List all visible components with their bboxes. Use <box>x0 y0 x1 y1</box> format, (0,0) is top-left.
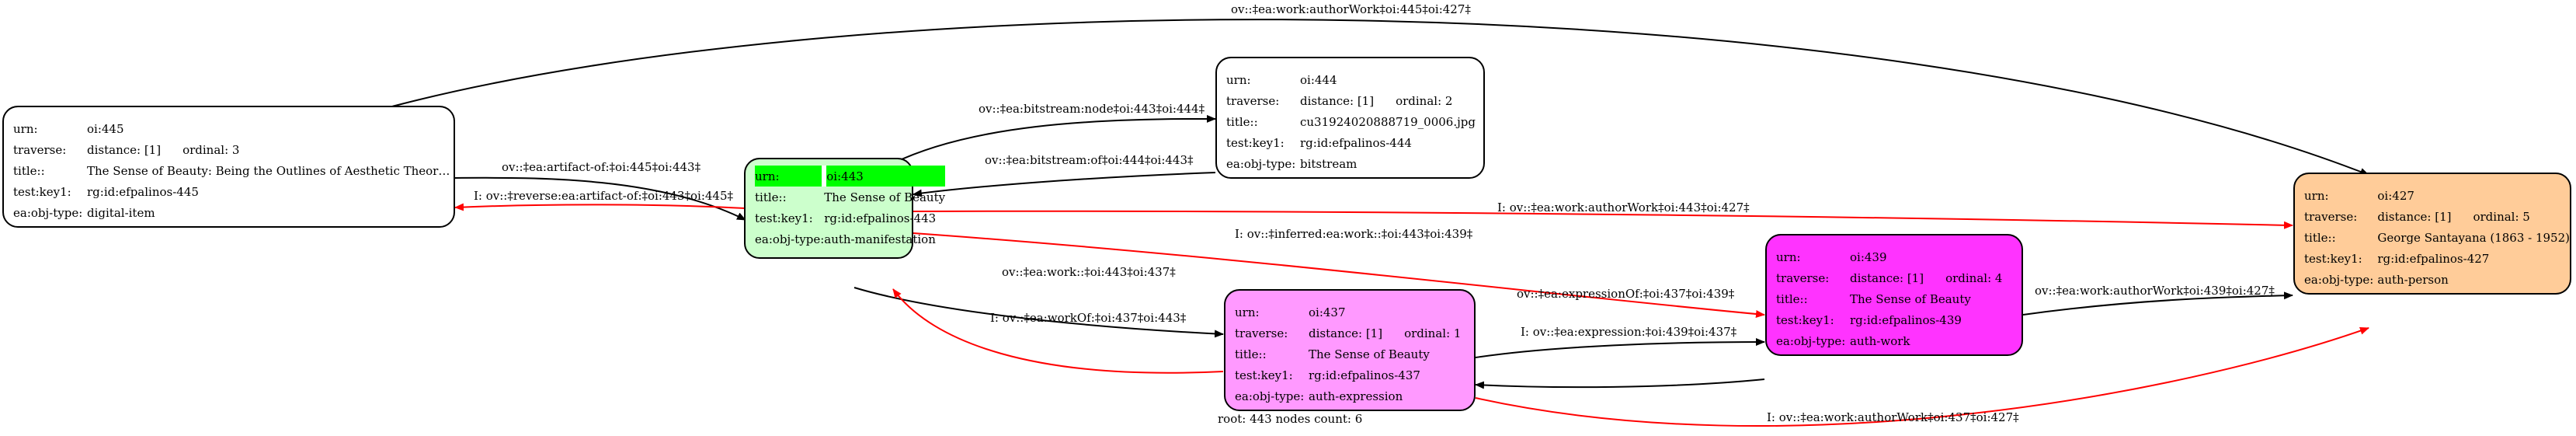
test-key-value: rg:id:efpalinos-437 <box>1309 368 1420 382</box>
test-key-label: test:key1: <box>1226 135 1285 150</box>
edge-label-e10: ov::‡ea:expressionOf:‡oi:437‡oi:439‡ <box>1517 287 1735 301</box>
obj-type-key: ea:obj-type: <box>1235 389 1305 403</box>
obj-type-key: ea:obj-type: <box>1776 333 1846 348</box>
test-key-value: rg:id:efpalinos-439 <box>1850 312 1962 327</box>
traverse-key: traverse: <box>1776 270 1830 285</box>
obj-type-value: auth-work <box>1850 333 1910 348</box>
graph-footer: root: 443 nodes count: 6 <box>1218 412 1363 426</box>
test-key-value: rg:id:efpalinos-444 <box>1300 135 1412 150</box>
urn-value: oi:439 <box>1850 249 1887 264</box>
title-key: title:: <box>1776 291 1808 306</box>
obj-type-key: ea:obj-type: <box>755 232 825 246</box>
edge-label-e11: I: ov::‡ea:expression:‡oi:439‡oi:437‡ <box>1521 325 1737 339</box>
edge-label-e5: ov::‡ea:bitstream:of‡oi:444‡oi:443‡ <box>985 153 1194 167</box>
urn-key: urn: <box>13 121 38 136</box>
title-key: title:: <box>13 163 45 178</box>
ordinal-value: ordinal: 4 <box>1945 270 2003 285</box>
urn-key: urn: <box>755 166 827 187</box>
edge-label-e13: I: ov::‡ea:work:authorWork‡oi:437‡oi:427… <box>1767 410 2019 424</box>
edge-e7 <box>913 232 1765 318</box>
title-key: title:: <box>1226 114 1258 129</box>
distance-value: distance: [1] <box>1300 93 1375 108</box>
edge-e9 <box>892 288 1224 374</box>
edge-label-e7: I: ov::‡inferred:ea:work::‡oi:443‡oi:439… <box>1235 227 1473 241</box>
title-value: The Sense of Beauty: Being the Outlines … <box>87 163 450 178</box>
edge-e3 <box>454 203 746 211</box>
edge-e8 <box>853 287 1224 338</box>
obj-type-key: ea:obj-type: <box>2304 272 2374 287</box>
urn-value: oi:427 <box>2377 188 2414 203</box>
edge-label-e6: I: ov::‡ea:work:authorWork‡oi:443‡oi:427… <box>1497 201 1750 215</box>
node-oi-444[interactable]: urn: oi:444 traverse: distance: [1] ordinal… <box>1215 57 1485 179</box>
ordinal-value: ordinal: 1 <box>1404 326 1462 340</box>
edge-label-e2: ov::‡ea:artifact-of:‡oi:445‡oi:443‡ <box>502 160 701 174</box>
ordinal-value: ordinal: 5 <box>2473 209 2530 224</box>
edge-e5 <box>913 172 1216 197</box>
title-key: title:: <box>2304 230 2336 245</box>
distance-value: distance: [1] <box>2377 209 2452 224</box>
urn-key: urn: <box>1776 249 1801 264</box>
edge-e2 <box>453 176 746 221</box>
traverse-key: traverse: <box>13 142 67 157</box>
test-key-value: rg:id:efpalinos-427 <box>2377 251 2490 266</box>
urn-key: urn: <box>2304 188 2329 203</box>
edge-e6 <box>913 210 2293 229</box>
obj-type-value: bitstream <box>1300 156 1358 171</box>
title-value: cu31924020888719_0006.jpg <box>1300 114 1476 129</box>
edge-label-e8: ov::‡ea:work::‡oi:443‡oi:437‡ <box>1002 265 1176 279</box>
edge-label-e1: ov::‡ea:work:authorWork‡oi:445‡oi:427‡ <box>1231 2 1471 16</box>
title-value: The Sense of Beauty <box>1850 291 1971 306</box>
obj-type-value: auth-expression <box>1309 389 1403 403</box>
urn-key: urn: <box>1226 72 1251 87</box>
title-key: title:: <box>755 190 787 204</box>
edge-e12 <box>2022 291 2293 316</box>
edge-e1 <box>391 19 2369 176</box>
node-oi-445[interactable]: urn: oi:445 traverse: distance: [1] ordinal… <box>2 106 455 228</box>
test-key-label: test:key1: <box>1235 368 1293 382</box>
edge-e13 <box>1475 326 2369 427</box>
urn-value: oi:444 <box>1300 72 1337 87</box>
obj-type-key: ea:obj-type: <box>1226 156 1296 171</box>
node-oi-443[interactable]: urn:oi:443 title::The Sense of Beauty te… <box>744 158 946 259</box>
node-oi-437[interactable]: urn: oi:437 traverse: distance: [1] ordinal… <box>1224 289 1476 411</box>
distance-value: distance: [1] <box>87 142 162 157</box>
obj-type-value: auth-person <box>2377 272 2449 287</box>
obj-type-value: digital-item <box>87 205 155 220</box>
node-oi-427[interactable]: urn: oi:427 traverse: distance: [1] ordinal… <box>2293 173 2571 295</box>
urn-value: oi:445 <box>87 121 124 136</box>
obj-type-value: auth-manifestation <box>824 232 936 246</box>
test-key-label: test:key1: <box>2304 251 2362 266</box>
distance-value: distance: [1] <box>1850 270 1924 285</box>
title-value: The Sense of Beauty <box>1309 347 1430 361</box>
distance-value: distance: [1] <box>1309 326 1383 340</box>
edge-e4 <box>892 114 1216 164</box>
obj-type-key: ea:obj-type: <box>13 205 83 220</box>
title-key: title:: <box>1235 347 1267 361</box>
urn-value: oi:437 <box>1309 305 1346 319</box>
edge-e10 <box>1475 338 1765 358</box>
ordinal-value: ordinal: 3 <box>183 142 240 157</box>
traverse-key: traverse: <box>2304 209 2358 224</box>
urn-value: oi:443 <box>824 166 946 187</box>
test-key-label: test:key1: <box>13 184 71 199</box>
test-key-value: rg:id:efpalinos-445 <box>87 184 199 199</box>
edge-label-e3: I: ov::‡reverse:ea:artifact-of:‡oi:443‡o… <box>474 189 734 203</box>
edge-e11 <box>1475 378 1765 389</box>
title-value: The Sense of Beauty <box>824 190 946 204</box>
test-key-label: test:key1: <box>1776 312 1834 327</box>
test-key-value: rg:id:efpalinos-443 <box>824 211 937 225</box>
ordinal-value: ordinal: 2 <box>1396 93 1453 108</box>
edge-label-e4: ov::‡ea:bitstream:node‡oi:443‡oi:444‡ <box>979 102 1205 116</box>
title-value: George Santayana (1863 - 1952) <box>2377 230 2570 245</box>
urn-key: urn: <box>1235 305 1260 319</box>
traverse-key: traverse: <box>1235 326 1288 340</box>
edge-label-e12: ov::‡ea:work:authorWork‡oi:439‡oi:427‡ <box>2035 284 2275 298</box>
edge-label-e9: I: ov::‡ea:workOf:‡oi:437‡oi:443‡ <box>990 311 1187 325</box>
test-key-label: test:key1: <box>755 211 813 225</box>
traverse-key: traverse: <box>1226 93 1280 108</box>
node-oi-439[interactable]: urn: oi:439 traverse: distance: [1] ordinal… <box>1765 234 2023 356</box>
